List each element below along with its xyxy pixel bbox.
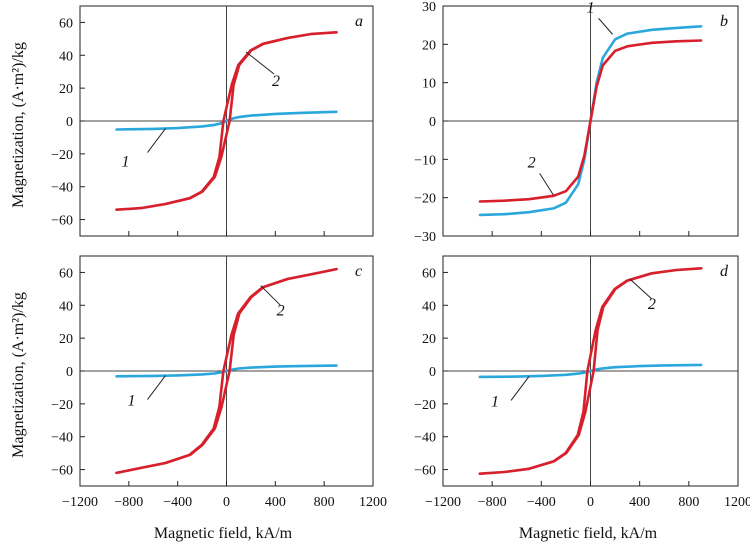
y-tick-label: 0	[66, 365, 73, 380]
panel-c: −1200 −800 −400 0 400 800 1200 −60 −40 −20 0 20 40 60…	[51, 255, 387, 510]
panel-label: d	[720, 263, 729, 280]
curve-label-leader	[245, 51, 275, 75]
y-tick-label: −30	[414, 230, 436, 245]
curve-label-leader	[147, 128, 166, 153]
x-tick-label: 400	[629, 495, 650, 510]
x-axis-label-right: Magnetic field, kA/m	[519, 525, 658, 542]
series-2-curve	[478, 39, 703, 203]
curve-label-2: 2	[528, 154, 536, 171]
x-tick-label: −1200	[425, 495, 461, 510]
y-tick-label: −40	[414, 431, 436, 446]
x-tick-label: 400	[265, 495, 286, 510]
series-2-curve	[115, 30, 338, 211]
y-tick-label: 40	[59, 49, 73, 64]
panel-label: b	[720, 13, 728, 30]
series-2-curve	[115, 267, 338, 475]
y-tick-label: 30	[422, 0, 436, 15]
y-tick-label: 20	[59, 332, 73, 347]
curve-label-leader	[260, 285, 282, 306]
curve-label-1: 1	[121, 154, 129, 171]
y-tick-label: 40	[59, 299, 73, 314]
y-tick-label: −40	[51, 431, 73, 446]
x-tick-label: −400	[527, 495, 556, 510]
curve-label-2: 2	[272, 73, 280, 90]
panel-d: −1200 −800 −400 0 400 800 1200 −60 −40 −20 0 20 40 60…	[414, 255, 750, 510]
y-tick-label: −60	[51, 214, 73, 229]
series-1-curve	[478, 25, 703, 217]
panel-a: −60 −40 −20 0 20 40 60 a 1 2	[51, 5, 374, 237]
panel-b: −30 −20 −10 0 10 20 30 b 1 2	[414, 0, 739, 245]
curve-label-2: 2	[277, 303, 285, 320]
y-tick-label: −20	[414, 192, 436, 207]
curve-label-leader	[598, 18, 614, 35]
y-tick-label: 60	[59, 266, 73, 281]
curve-label-leader	[147, 375, 166, 400]
y-axis-label-bottom: Magnetization, (A·m²)/kg	[10, 292, 27, 458]
curve-label-1: 1	[127, 393, 135, 410]
series-1-curve	[115, 364, 338, 378]
y-tick-label: −60	[414, 464, 436, 479]
y-tick-label: −20	[51, 398, 73, 413]
y-tick-label: 0	[66, 115, 73, 130]
y-tick-label: 0	[429, 365, 436, 380]
x-tick-label: 0	[587, 495, 594, 510]
x-tick-label: 0	[223, 495, 230, 510]
y-tick-label: −10	[414, 153, 436, 168]
y-tick-label: 10	[422, 77, 436, 92]
y-tick-label: 20	[59, 82, 73, 97]
curve-label-1: 1	[491, 393, 499, 410]
curve-label-2: 2	[648, 296, 656, 313]
curve-label-1: 1	[587, 0, 595, 16]
series-1-curve	[115, 110, 338, 131]
y-tick-label: 40	[422, 299, 436, 314]
curve-label-leader	[539, 173, 555, 196]
x-tick-label: −400	[163, 495, 192, 510]
y-tick-label: −40	[51, 181, 73, 196]
x-axis-label-left: Magnetic field, kA/m	[154, 525, 293, 542]
panel-label: a	[355, 13, 363, 30]
x-tick-label: 1200	[724, 495, 750, 510]
series-2-curve	[478, 267, 703, 475]
y-tick-label: 20	[422, 38, 436, 53]
x-tick-label: −1200	[62, 495, 98, 510]
y-tick-label: 20	[422, 332, 436, 347]
y-tick-label: 60	[59, 16, 73, 31]
x-tick-label: 800	[314, 495, 335, 510]
panel-label: c	[355, 263, 362, 280]
y-tick-label: −20	[414, 398, 436, 413]
y-axis-label-top: Magnetization, (A·m²)/kg	[10, 42, 27, 208]
series-1-curve	[478, 363, 703, 379]
x-tick-label: −800	[478, 495, 507, 510]
curve-label-leader	[510, 376, 530, 401]
y-tick-label: 0	[429, 115, 436, 130]
x-tick-label: 1200	[359, 495, 387, 510]
y-tick-label: 60	[422, 266, 436, 281]
x-tick-label: 800	[678, 495, 699, 510]
y-tick-label: −20	[51, 148, 73, 163]
y-tick-label: −60	[51, 464, 73, 479]
x-tick-label: −800	[114, 495, 143, 510]
curve-label-leader	[629, 278, 653, 300]
